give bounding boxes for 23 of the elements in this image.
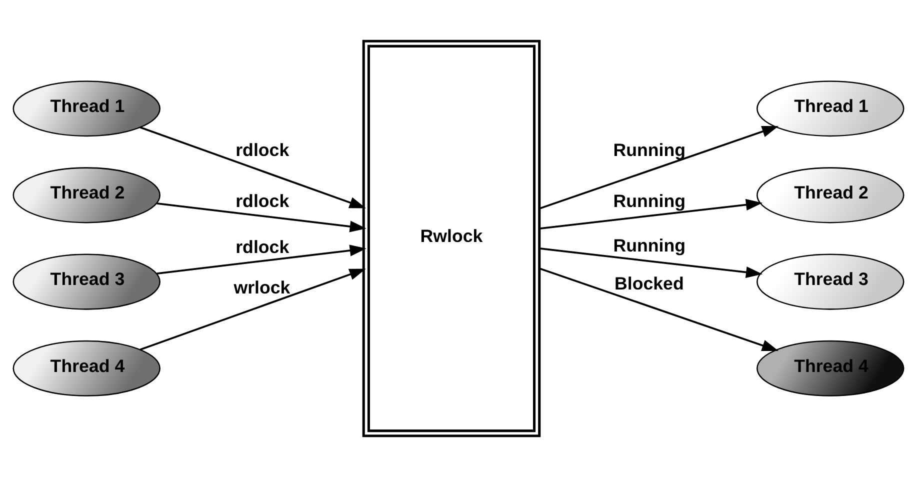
node-box: Rwlock xyxy=(362,40,541,438)
edge-label: Running xyxy=(613,235,686,256)
node-ellipse: Thread 3 xyxy=(12,254,160,310)
node-ellipse: Thread 4 xyxy=(12,340,160,396)
arrow xyxy=(156,244,366,274)
edge-label: rdlock xyxy=(236,190,290,211)
arrow xyxy=(539,248,763,278)
node-ellipse: Thread 2 xyxy=(756,167,904,224)
arrow xyxy=(539,126,779,210)
edge-label: rdlock xyxy=(236,140,290,160)
edge-label: Running xyxy=(613,140,686,160)
edge-label: Running xyxy=(613,190,686,211)
edge-label: wrlock xyxy=(234,278,290,298)
node-ellipse: Thread 3 xyxy=(756,254,904,310)
arrow xyxy=(140,268,366,351)
arrow xyxy=(140,126,366,208)
edge-label: rdlock xyxy=(236,236,290,257)
arrow xyxy=(539,198,763,230)
node-ellipse: Thread 1 xyxy=(12,80,160,137)
node-ellipse: Thread 2 xyxy=(12,167,160,224)
arrow xyxy=(156,202,366,232)
edge-label: Blocked xyxy=(614,274,684,294)
arrow xyxy=(539,268,779,352)
